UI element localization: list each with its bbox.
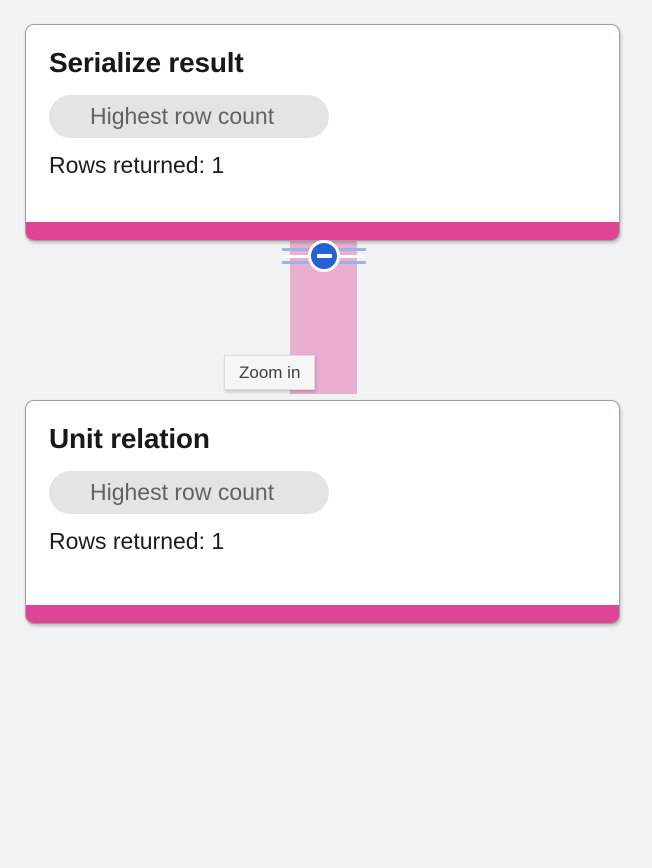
minus-glyph <box>316 254 332 258</box>
node-title: Unit relation <box>49 423 210 454</box>
node-card-body: Unit relation Highest row count Rows ret… <box>26 401 619 555</box>
zoom-control[interactable] <box>282 240 366 272</box>
node-badge: Highest row count <box>49 95 329 138</box>
node-status-bar <box>26 605 619 623</box>
zoom-in-tooltip: Zoom in <box>224 355 316 390</box>
node-rows-returned: Rows returned: 1 <box>49 528 225 554</box>
node-title: Serialize result <box>49 47 244 78</box>
node-card-unit-relation[interactable]: Unit relation Highest row count Rows ret… <box>25 400 620 624</box>
minus-circle-icon[interactable] <box>308 240 340 272</box>
node-card-body: Serialize result Highest row count Rows … <box>26 25 619 179</box>
node-status-bar <box>26 222 619 240</box>
node-card-serialize-result[interactable]: Serialize result Highest row count Rows … <box>25 24 620 241</box>
node-rows-returned: Rows returned: 1 <box>49 152 225 178</box>
node-badge: Highest row count <box>49 471 329 514</box>
